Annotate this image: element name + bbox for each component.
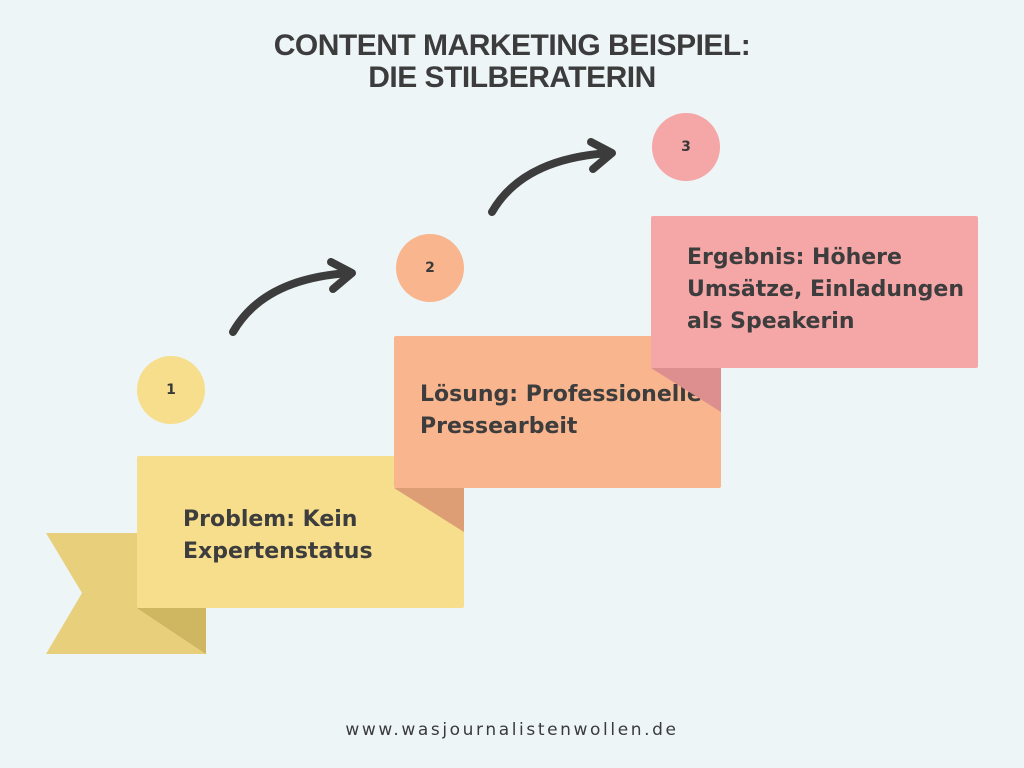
card-2-fold-overlay xyxy=(394,488,464,532)
step-3-text-line-2: Umsätze, Einladungen xyxy=(687,277,965,302)
step-2-number-circle: 2 xyxy=(396,234,464,302)
curved-arrow-icon xyxy=(488,138,616,216)
step-2-text-line-1: Lösung: Professionelle xyxy=(420,382,702,407)
step-1-text-line-1: Problem: Kein xyxy=(183,507,358,532)
footer-url: www.wasjournalistenwollen.de xyxy=(345,720,679,740)
step-2-text-line-2: Pressearbeit xyxy=(420,414,578,439)
step-1-text-line-2: Expertenstatus xyxy=(183,539,373,564)
step-card-3: Ergebnis: Höhere Umsätze, Einladungen al… xyxy=(651,216,978,368)
card-3-fold-overlay xyxy=(651,368,721,412)
page-title: CONTENT MARKETING BEISPIEL: DIE STILBERA… xyxy=(0,30,1024,94)
curved-arrow-icon xyxy=(229,258,356,336)
ribbon-tail-fold-overlay xyxy=(137,608,206,654)
step-3-text-line-3: als Speakerin xyxy=(687,309,855,334)
title-line-2: DIE STILBERATERIN xyxy=(368,61,656,94)
step-3-text-line-1: Ergebnis: Höhere xyxy=(687,245,902,270)
step-3-number-circle: 3 xyxy=(652,113,720,181)
title-line-1: CONTENT MARKETING BEISPIEL: xyxy=(273,29,751,62)
step-1-number-circle: 1 xyxy=(137,356,205,424)
